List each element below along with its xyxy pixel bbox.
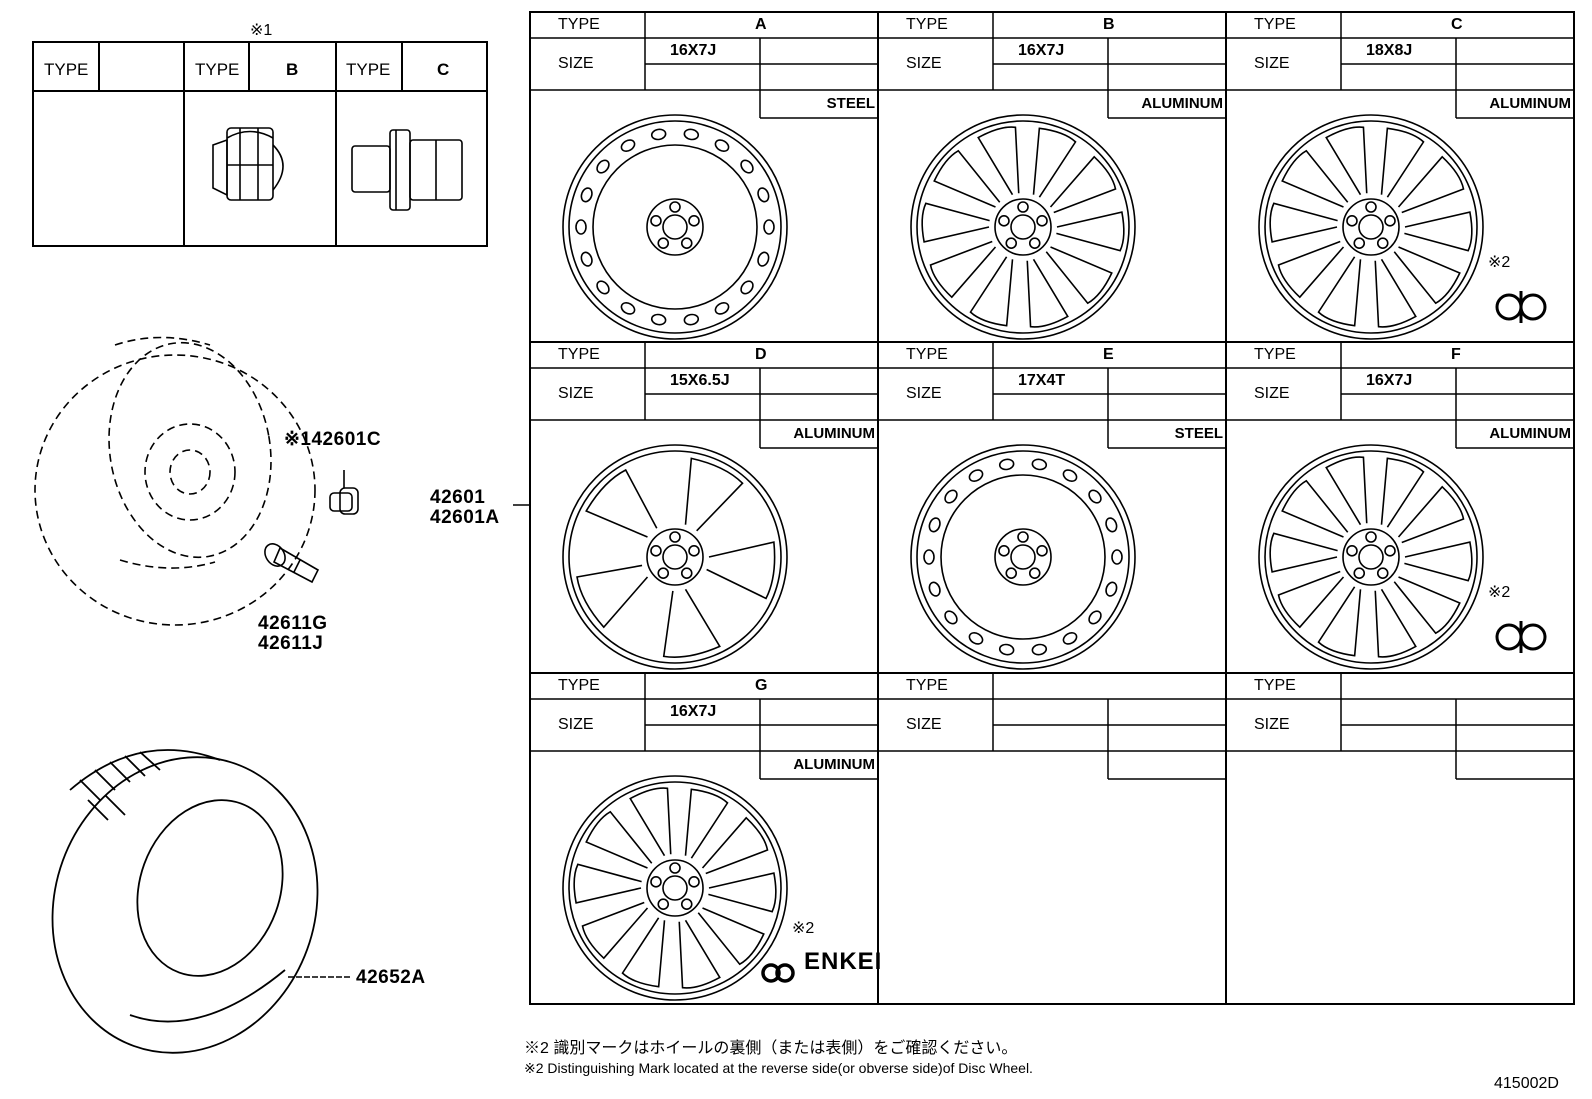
cell-material-0: STEEL [826, 95, 875, 112]
cell-material-2: ALUMINUM [1489, 95, 1571, 112]
cell-type-value-4: E [1103, 346, 1114, 363]
part-number-wheel-a: 42601 [430, 487, 486, 508]
tire-outline [51, 749, 319, 1054]
nut-table-type-label-1: TYPE [44, 60, 89, 79]
cell-size-label-8: SIZE [1254, 716, 1290, 733]
cell-grid-7 [878, 673, 1226, 780]
cell-size-value-1: 16X7J [1018, 42, 1065, 59]
nut-table-value-2: B [286, 60, 299, 79]
cell-type-value-2: C [1451, 16, 1463, 33]
cell-mark-6: ※2 [792, 920, 815, 937]
cell-size-label-5: SIZE [1254, 385, 1290, 402]
wheel-drawing-4 [910, 444, 1136, 670]
wheel-drawing-3 [562, 444, 788, 670]
wheel-table-grid [529, 11, 1575, 1005]
wheel-drawing-6 [562, 775, 788, 1001]
note-japanese: ※2 識別マークはホイールの裏側（または表側）をご確認ください。 [524, 1040, 1018, 1057]
cell-size-label-7: SIZE [906, 716, 942, 733]
cell-type-label-8: TYPE [1254, 677, 1296, 694]
distinguishing-mark-icon-2 [1495, 291, 1547, 323]
cell-mark-2: ※2 [1488, 254, 1511, 271]
cell-size-label-3: SIZE [558, 385, 594, 402]
cell-type-label-5: TYPE [1254, 346, 1296, 363]
cell-type-value-0: A [755, 16, 767, 33]
cell-material-6: ALUMINUM [793, 756, 875, 773]
cell-size-value-6: 16X7J [670, 703, 717, 720]
cell-size-value-4: 17X4T [1018, 372, 1066, 389]
cell-type-value-1: B [1103, 16, 1115, 33]
part-number-tire: 42652A [356, 967, 426, 988]
cell-size-label-0: SIZE [558, 55, 594, 72]
cell-material-4: STEEL [1174, 425, 1223, 442]
cell-grid-3 [530, 342, 878, 449]
spare-wheel-outline [34, 336, 316, 626]
cell-grid-4 [878, 342, 1226, 449]
cell-type-value-6: G [755, 677, 768, 694]
cell-type-label-0: TYPE [558, 16, 600, 33]
part-number-valve-b: 42611J [258, 633, 324, 654]
cell-grid-0 [530, 12, 878, 119]
wheel-drawing-5 [1258, 444, 1484, 670]
cell-grid-2 [1226, 12, 1574, 119]
part-number-wheel-b: 42601A [430, 507, 500, 528]
nut-table-type-label-2: TYPE [195, 60, 240, 79]
cell-type-label-2: TYPE [1254, 16, 1296, 33]
cell-size-label-2: SIZE [1254, 55, 1290, 72]
cell-size-label-1: SIZE [906, 55, 942, 72]
cell-type-label-3: TYPE [558, 346, 600, 363]
small-lug-nut-icon [329, 470, 359, 515]
distinguishing-mark-icon-5 [1495, 621, 1547, 653]
nut-table-grid [32, 41, 488, 247]
cell-material-3: ALUMINUM [793, 425, 875, 442]
cell-material-1: ALUMINUM [1141, 95, 1223, 112]
cell-type-label-7: TYPE [906, 677, 948, 694]
nut-table-value-3: C [437, 60, 450, 79]
nut-table-type-label-3: TYPE [346, 60, 391, 79]
cell-type-label-6: TYPE [558, 677, 600, 694]
cell-size-label-6: SIZE [558, 716, 594, 733]
cap-nut-icon [212, 127, 284, 201]
cell-grid-5 [1226, 342, 1574, 449]
cell-brand-6: ENKEI [804, 948, 883, 975]
cell-grid-8 [1226, 673, 1574, 780]
wheel-drawing-0 [562, 114, 788, 340]
cell-size-value-2: 18X8J [1366, 42, 1413, 59]
lug-nut-icon [351, 129, 463, 211]
cell-size-value-0: 16X7J [670, 42, 717, 59]
cell-type-label-1: TYPE [906, 16, 948, 33]
cell-type-value-3: D [755, 346, 767, 363]
part-number-nut: ※142601C [284, 429, 382, 450]
note-english: ※2 Distinguishing Mark located at the re… [524, 1060, 1033, 1076]
valve-stem-icon [264, 543, 320, 584]
enkei-logo-icon [761, 963, 795, 983]
wheel-drawing-2 [1258, 114, 1484, 340]
cell-material-5: ALUMINUM [1489, 425, 1571, 442]
wheel-drawing-1 [910, 114, 1136, 340]
cell-mark-5: ※2 [1488, 584, 1511, 601]
cell-size-label-4: SIZE [906, 385, 942, 402]
part-number-valve-a: 42611G [258, 613, 328, 634]
cell-size-value-3: 15X6.5J [670, 372, 730, 389]
cell-grid-6 [530, 673, 878, 780]
cell-type-label-4: TYPE [906, 346, 948, 363]
nut-table-footnote-mark: ※1 [250, 22, 273, 39]
cell-grid-1 [878, 12, 1226, 119]
cell-size-value-5: 16X7J [1366, 372, 1413, 389]
figure-id: 415002D [1494, 1075, 1559, 1092]
cell-type-value-5: F [1451, 346, 1461, 363]
